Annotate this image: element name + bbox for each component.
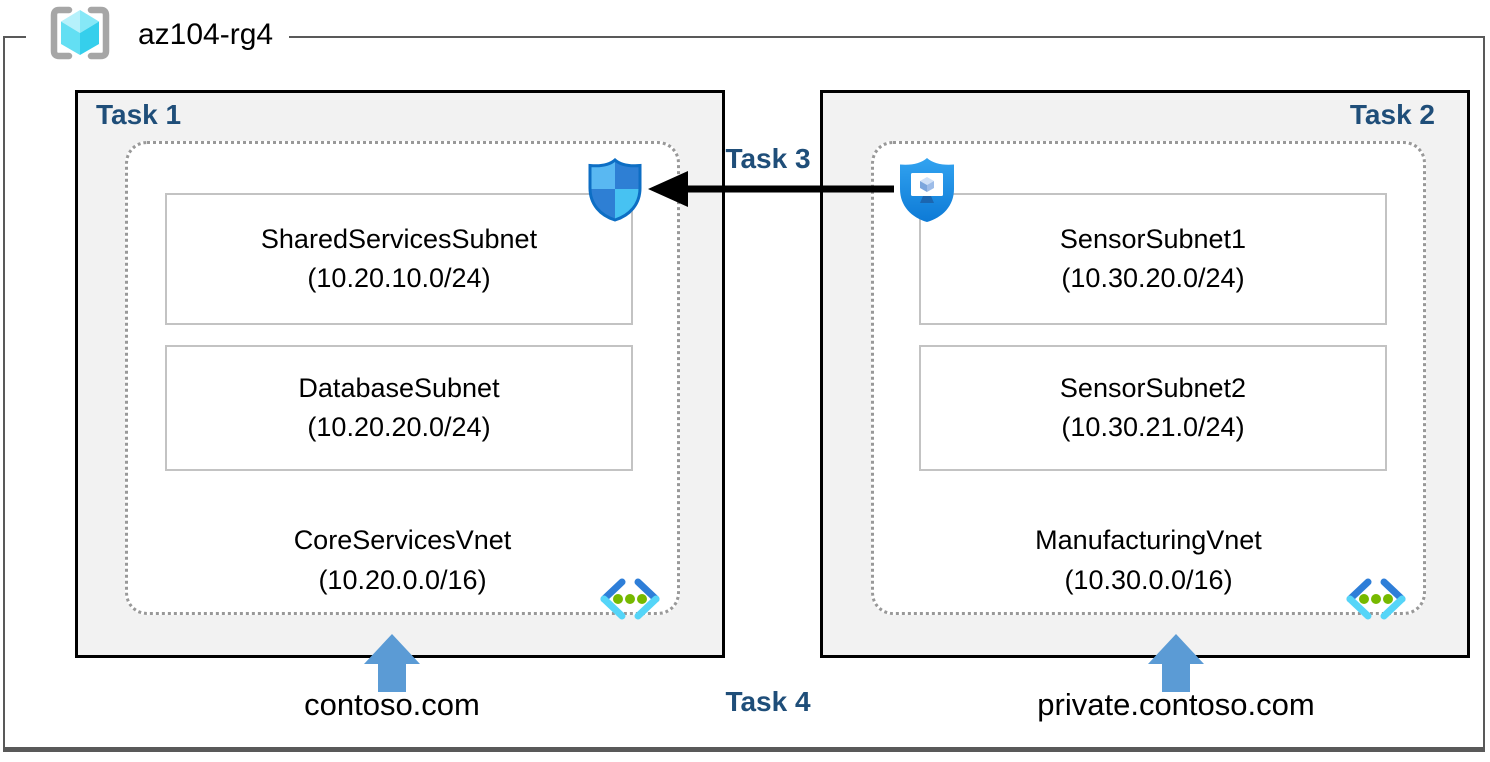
subnet-name: DatabaseSubnet bbox=[298, 373, 500, 403]
private-contoso-dns-label: private.contoso.com bbox=[1037, 687, 1315, 722]
task3-label: Task 3 bbox=[725, 143, 811, 174]
vnet-cidr: (10.30.0.0/16) bbox=[1064, 565, 1233, 595]
subnet-name: SensorSubnet2 bbox=[1059, 373, 1247, 403]
manufacturing-vnet-label: ManufacturingVnet (10.30.0.0/16) bbox=[874, 520, 1423, 600]
manufacturing-vnet-boundary: SensorSubnet1 (10.30.20.0/24) SensorSubn… bbox=[871, 141, 1426, 620]
core-services-vnet-label: CoreServicesVnet (10.20.0.0/16) bbox=[128, 520, 677, 600]
resource-group-icon bbox=[42, 5, 118, 66]
subnet-cidr: (10.30.21.0/24) bbox=[1061, 412, 1245, 442]
shielded-vm-monitor-icon bbox=[896, 156, 958, 229]
up-arrow-icon bbox=[364, 634, 420, 697]
subnet-cidr: (10.20.10.0/24) bbox=[307, 263, 491, 293]
resource-group-name: az104-rg4 bbox=[138, 18, 274, 51]
subnet-name: SharedServicesSubnet bbox=[260, 224, 538, 254]
up-arrow-icon bbox=[1148, 634, 1204, 697]
network-security-group-shield-icon bbox=[586, 157, 644, 227]
task2-label: Task 2 bbox=[1349, 99, 1435, 130]
core-services-vnet-boundary: SharedServicesSubnet (10.20.10.0/24) Dat… bbox=[125, 141, 680, 620]
subnet-cidr: (10.30.20.0/24) bbox=[1061, 263, 1245, 293]
virtual-network-icon bbox=[1343, 575, 1409, 628]
vnet-name: ManufacturingVnet bbox=[1035, 525, 1262, 555]
shared-services-subnet-box: SharedServicesSubnet (10.20.10.0/24) bbox=[165, 193, 633, 325]
subnet-name: SensorSubnet1 bbox=[1059, 224, 1247, 254]
task1-label: Task 1 bbox=[96, 99, 182, 130]
vnet-cidr: (10.20.0.0/16) bbox=[318, 565, 487, 595]
sensor-subnet2-box: SensorSubnet2 (10.30.21.0/24) bbox=[919, 345, 1387, 471]
peering-arrow bbox=[644, 168, 896, 215]
resource-group-legend: az104-rg4 bbox=[26, 4, 290, 66]
task4-label: Task 4 bbox=[725, 686, 811, 717]
vnet-name: CoreServicesVnet bbox=[293, 525, 512, 555]
contoso-dns-label: contoso.com bbox=[304, 687, 480, 722]
database-subnet-box: DatabaseSubnet (10.20.20.0/24) bbox=[165, 345, 633, 471]
virtual-network-icon bbox=[597, 575, 663, 628]
subnet-cidr: (10.20.20.0/24) bbox=[307, 412, 491, 442]
sensor-subnet1-box: SensorSubnet1 (10.30.20.0/24) bbox=[919, 193, 1387, 325]
